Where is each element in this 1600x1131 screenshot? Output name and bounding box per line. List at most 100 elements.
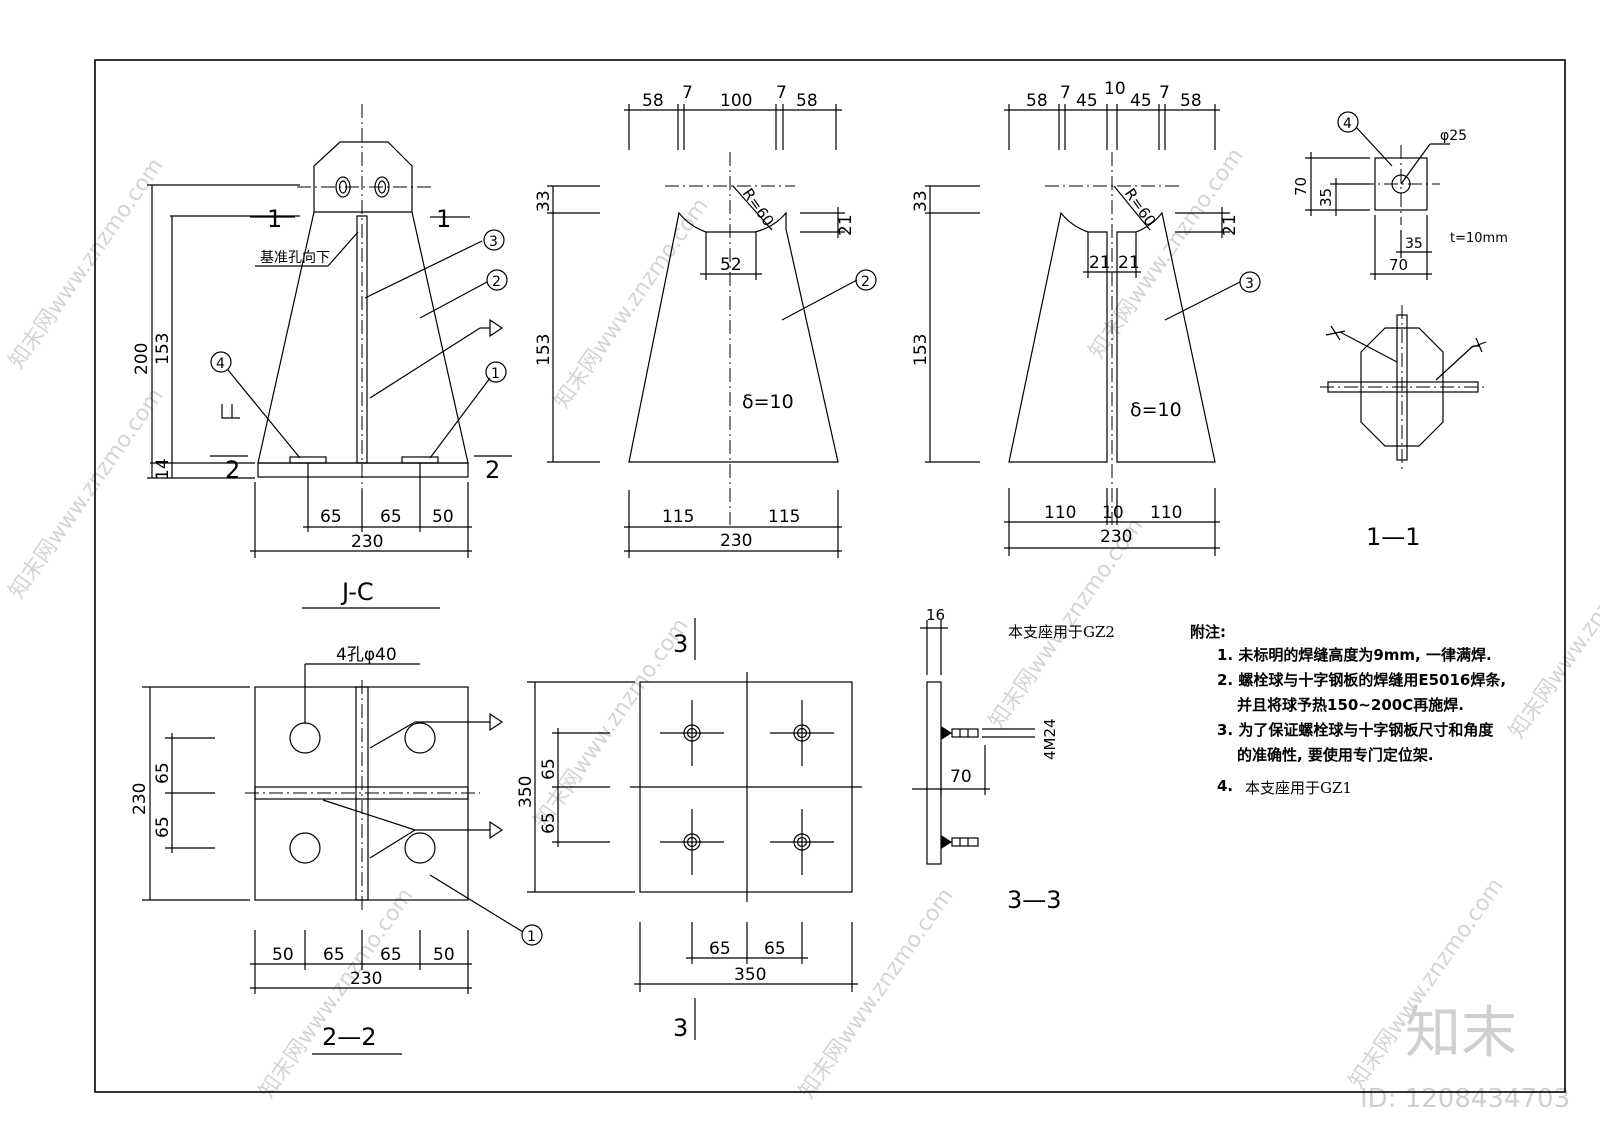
note-item-2: 2. 螺栓球与十字钢板的焊缝用E5016焊条, — [1217, 671, 1506, 689]
dim-52: 52 — [720, 255, 742, 275]
dim-7: 7 — [1159, 83, 1170, 103]
dim-45: 45 — [1130, 91, 1152, 111]
watermark-text: 知末网www.znzmo.com — [254, 884, 418, 1104]
callout-circle — [1337, 111, 1359, 133]
watermark-text: 知末网www.znzmo.com — [1504, 524, 1600, 744]
dim-65: 65 — [539, 758, 559, 780]
watermark-layer: 知末网www.znzmo.com 知末网www.znzmo.com 知末网www… — [4, 144, 1600, 1114]
watermark-text: 知末网www.znzmo.com — [4, 154, 168, 374]
radius-label: R=60 — [1121, 185, 1160, 230]
hole-mark — [374, 176, 390, 198]
section-mark-3: 3 — [673, 630, 688, 658]
hole-40 — [289, 832, 321, 864]
bolt-hole — [660, 809, 724, 875]
radius-label: R=60 — [739, 185, 778, 230]
note-item-1: 1. 未标明的焊缝高度为9mm, 一律满焊. — [1217, 646, 1492, 664]
dim-14: 14 — [153, 458, 173, 480]
dim-153: 153 — [911, 334, 931, 366]
callout-circle — [483, 229, 505, 251]
callout-circle — [1239, 271, 1261, 293]
bolt-hole — [770, 809, 834, 875]
note-item-4: 4. — [1217, 777, 1233, 795]
gusset-plate-3-right — [1116, 211, 1216, 463]
section-mark: 1 — [436, 205, 451, 233]
view-section-3-3: 16 4M24 70 3—3 本支座用于GZ2 — [912, 606, 1115, 914]
dim-16: 16 — [926, 606, 945, 624]
hole-40 — [404, 832, 436, 864]
view-plate-3: 58 7 45 10 45 7 58 33 153 R=60 21 21 21 … — [911, 79, 1261, 556]
dim-70: 70 — [950, 767, 972, 787]
dim-65: 65 — [153, 762, 173, 784]
watermark-text: 知末网www.znzmo.com — [4, 384, 168, 604]
hole-40 — [404, 722, 436, 754]
gusset-plate-3-left — [1008, 211, 1108, 463]
hole-40 — [289, 722, 321, 754]
dim-230: 230 — [1100, 527, 1132, 547]
dim-230: 230 — [351, 532, 383, 552]
bolt-label: 4M24 — [1041, 718, 1059, 760]
watermark-text: 知末网www.znzmo.com — [794, 884, 958, 1104]
bolt-hole — [660, 700, 724, 766]
dim-45: 45 — [1076, 91, 1098, 111]
callout-1: 1 — [491, 366, 500, 382]
dim-350: 350 — [734, 965, 766, 985]
dim-110: 110 — [1150, 503, 1182, 523]
dim-115: 115 — [662, 507, 694, 527]
dim-200: 200 — [132, 343, 152, 375]
dim-58: 58 — [642, 91, 664, 111]
base-plate — [257, 462, 469, 478]
dim-35: 35 — [1317, 188, 1335, 207]
note-item-3: 3. 为了保证螺栓球与十字钢板尺寸和角度 — [1217, 721, 1494, 739]
hole-note: 基准孔向下 — [260, 249, 330, 266]
hole-mark — [335, 176, 351, 198]
dim-58: 58 — [796, 91, 818, 111]
view-title-jc: J-C — [340, 578, 374, 606]
callout-1: 1 — [527, 929, 536, 945]
view-title-3-3: 3—3 — [1007, 886, 1062, 914]
dim-65: 65 — [380, 945, 402, 965]
dim-230: 230 — [720, 531, 752, 551]
note-item-2b: 并且将球予热150~200C再施焊. — [1237, 696, 1464, 714]
callout-4: 4 — [1343, 116, 1352, 132]
callout-circle — [210, 351, 232, 373]
gusset-plate-2 — [628, 211, 839, 463]
dim-50: 50 — [272, 945, 294, 965]
dim-350: 350 — [516, 776, 536, 808]
bolt-hole — [770, 700, 834, 766]
drawing-border — [94, 59, 1566, 1093]
note-item-3b: 的准确性, 要使用专门定位架. — [1237, 746, 1434, 764]
view-jc: 1 1 2 2 基准孔向下 3 2 1 4 200 153 14 — [132, 104, 512, 609]
view-base-plate: 3 3 350 65 65 — [516, 618, 862, 1042]
weld-symbol — [489, 712, 504, 732]
dim-110: 110 — [1044, 503, 1076, 523]
dim-21: 21 — [836, 214, 856, 236]
callout-circle — [521, 924, 543, 946]
dim-7: 7 — [776, 83, 787, 103]
dim-50: 50 — [432, 507, 454, 527]
dim-230: 230 — [130, 783, 150, 815]
dim-65: 65 — [709, 939, 731, 959]
dim-65: 65 — [764, 939, 786, 959]
dim-70: 70 — [1292, 177, 1310, 196]
brand-logo-text: 知末 — [1405, 1001, 1517, 1066]
washer — [401, 456, 439, 464]
weld-symbol — [489, 820, 504, 840]
dim-70: 70 — [1389, 256, 1408, 274]
washer — [289, 456, 327, 464]
dim-153: 153 — [153, 333, 173, 365]
dim-33: 33 — [911, 190, 931, 212]
view-plate-2: 58 7 100 7 58 33 153 R=60 21 52 2 δ=10 1… — [534, 83, 877, 558]
plate-side — [926, 681, 942, 865]
callout-circle — [486, 269, 508, 291]
watermark-text: 知末网www.znzmo.com — [529, 614, 693, 834]
weld-fillet — [941, 726, 952, 740]
dim-21: 21 — [1089, 253, 1111, 273]
bolt-ball-outline — [313, 141, 413, 213]
view-section-2-2: 4孔φ40 1 230 65 65 50 65 65 50 230 2 — [130, 645, 543, 1055]
dim-58: 58 — [1180, 91, 1202, 111]
callout-circle — [855, 269, 877, 291]
view-part-4: φ25 4 70 35 35 70 t=10mm — [1292, 111, 1508, 280]
view-title-2-2: 2—2 — [322, 1023, 377, 1051]
ball-outline — [1360, 327, 1444, 447]
dim-65: 65 — [323, 945, 345, 965]
